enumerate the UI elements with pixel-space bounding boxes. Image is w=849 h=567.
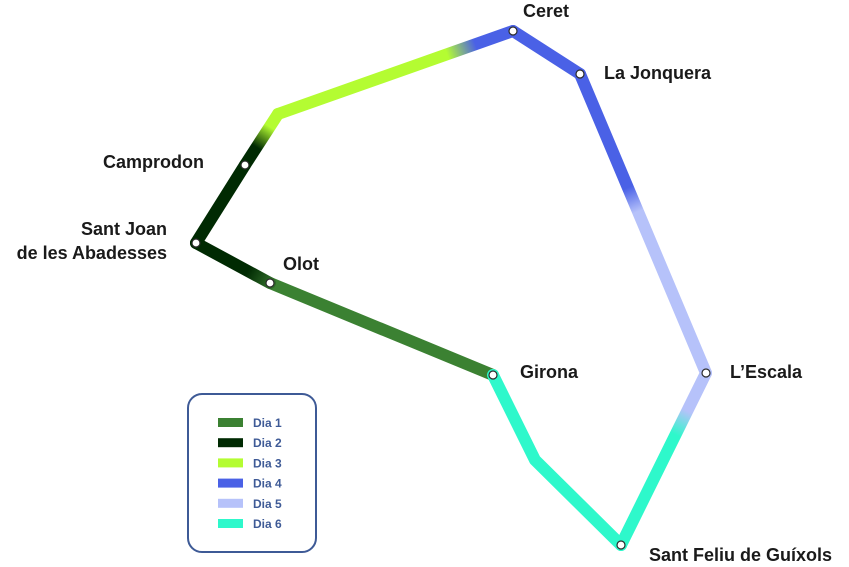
legend-label-3: Dia 3 — [253, 456, 282, 470]
legend-label-2: Dia 2 — [253, 436, 282, 450]
city-labels: Ceret La Jonquera Camprodon Sant Joan de… — [17, 1, 832, 565]
legend-label-1: Dia 1 — [253, 416, 282, 430]
legend-items: Dia 1 Dia 2 Dia 3 Dia 4 Dia 5 Dia 6 — [218, 416, 282, 531]
stop-sant-joan — [191, 238, 201, 248]
legend-swatch-6 — [218, 519, 243, 528]
route-segment-santjoan-olot — [190, 237, 276, 289]
legend-swatch-3 — [218, 458, 243, 468]
stops — [191, 26, 711, 550]
label-camprodon: Camprodon — [103, 152, 204, 172]
label-sant-joan-line1: Sant Joan — [81, 219, 167, 239]
label-sant-feliu: Sant Feliu de Guíxols — [649, 545, 832, 565]
label-olot: Olot — [283, 254, 319, 274]
legend-label-4: Dia 4 — [253, 477, 282, 491]
route-segment-bend-ceret — [272, 25, 519, 120]
route-segment-ceret-lajonquera — [507, 25, 586, 80]
label-lescala: L’Escala — [730, 362, 803, 382]
legend-swatch-1 — [218, 418, 243, 427]
legend-swatch-5 — [218, 498, 243, 508]
stop-girona — [488, 370, 498, 380]
legend-swatch-4 — [218, 478, 243, 488]
stop-lescala — [701, 368, 711, 378]
stop-olot — [265, 278, 275, 288]
route-segment-olot-girona — [264, 277, 499, 381]
label-la-jonquera: La Jonquera — [604, 63, 712, 83]
route — [190, 25, 712, 551]
label-girona: Girona — [520, 362, 579, 382]
legend-box — [187, 393, 317, 553]
route-segment-lajonquera-lescala — [574, 68, 712, 379]
route-segment-girona-santfeliu — [487, 369, 627, 551]
label-sant-joan-line2: de les Abadesses — [17, 243, 167, 263]
legend-swatch-2 — [218, 438, 243, 448]
route-segment-lescala-santfeliu — [615, 367, 712, 551]
legend: Dia 1 Dia 2 Dia 3 Dia 4 Dia 5 Dia 6 — [187, 393, 317, 553]
route-segment-camprodon-bend — [239, 108, 284, 171]
route-segment-santjoan-camprodon — [190, 159, 251, 249]
legend-label-6: Dia 6 — [253, 517, 282, 531]
stop-ceret — [508, 26, 518, 36]
stop-camprodon — [240, 160, 250, 170]
legend-label-5: Dia 5 — [253, 497, 282, 511]
label-ceret: Ceret — [523, 1, 569, 21]
stop-sant-feliu — [616, 540, 626, 550]
stop-la-jonquera — [575, 69, 585, 79]
